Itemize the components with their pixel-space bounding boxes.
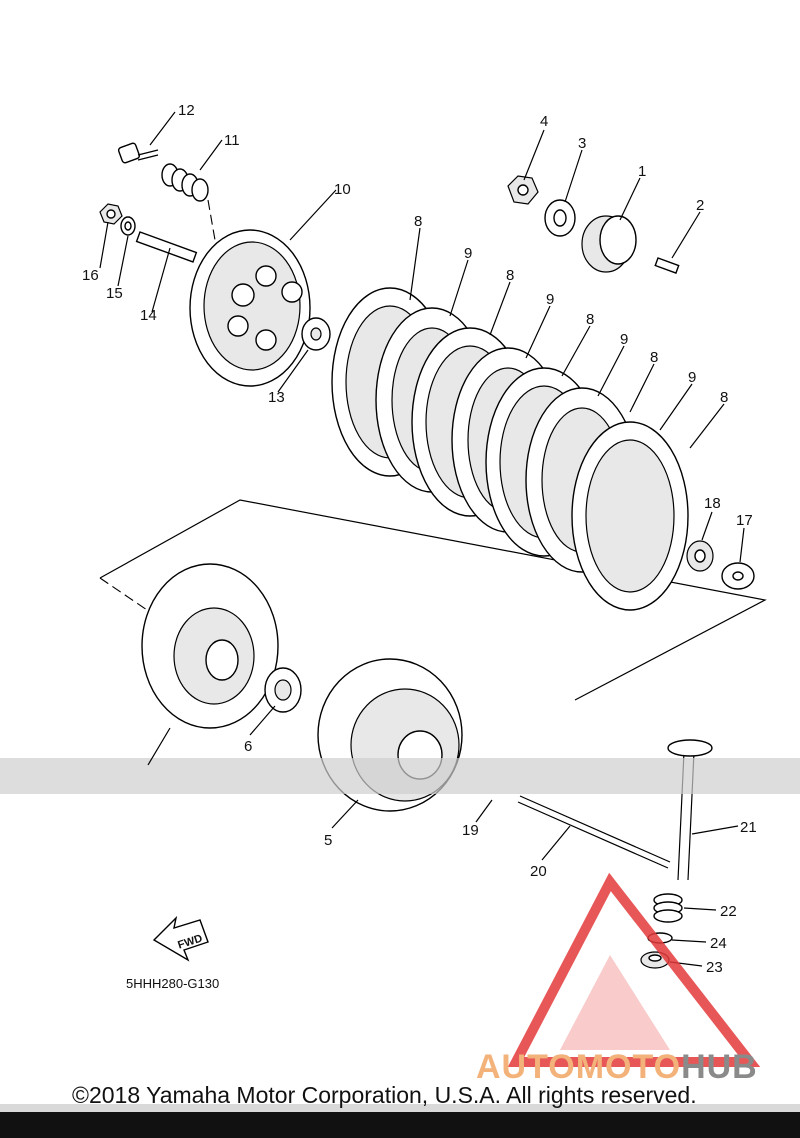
watermark-triangle-logo xyxy=(507,872,761,1067)
label-4: 4 xyxy=(540,113,548,130)
label-1: 1 xyxy=(638,163,646,180)
label-6: 6 xyxy=(244,738,252,755)
label-24: 24 xyxy=(710,935,727,952)
label-19: 19 xyxy=(462,822,479,839)
label-18: 18 xyxy=(704,495,721,512)
label-9-a: 9 xyxy=(464,245,472,262)
leader-lines xyxy=(99,111,745,967)
label-15: 15 xyxy=(106,285,123,302)
label-17: 17 xyxy=(736,512,753,529)
brand-part-hub: HUB xyxy=(681,1048,758,1086)
label-8-b: 8 xyxy=(506,267,514,284)
bottom-bar xyxy=(0,1112,800,1138)
part-spring-22 xyxy=(653,893,683,923)
label-23: 23 xyxy=(706,959,723,976)
clutch-plate-stack xyxy=(331,287,689,611)
part-pressure-plate-10 xyxy=(189,229,311,387)
label-16: 16 xyxy=(82,267,99,284)
label-9-d: 9 xyxy=(688,369,696,386)
part-washer-15 xyxy=(120,216,136,236)
label-10: 10 xyxy=(334,181,351,198)
part-18 xyxy=(686,540,714,572)
part-push-rod-20 xyxy=(517,795,671,869)
label-9-b: 9 xyxy=(546,291,554,308)
part-gear-1 xyxy=(581,215,637,273)
part-stud-14 xyxy=(135,231,198,263)
copyright-text: ©2018 Yamaha Motor Corporation, U.S.A. A… xyxy=(72,1082,697,1108)
scan-noise-band xyxy=(0,758,800,794)
label-11: 11 xyxy=(224,132,240,149)
part-washer-6 xyxy=(264,667,302,713)
fwd-arrow-icon: FWD xyxy=(152,915,209,962)
assembly-outline xyxy=(99,499,767,701)
label-3: 3 xyxy=(578,135,586,152)
part-nut-16 xyxy=(99,203,123,225)
brand-part-automoto: AUTOMOTO xyxy=(476,1048,682,1086)
part-pin-2 xyxy=(654,257,680,274)
label-2: 2 xyxy=(696,197,704,214)
label-13: 13 xyxy=(268,389,285,406)
label-5: 5 xyxy=(324,832,332,849)
label-9-c: 9 xyxy=(620,331,628,348)
part-clutch-boss xyxy=(141,563,279,729)
label-21: 21 xyxy=(740,819,757,836)
label-8-c: 8 xyxy=(586,311,594,328)
part-nut-4 xyxy=(507,175,539,205)
label-12: 12 xyxy=(178,102,195,119)
part-number-labels: 12 11 10 16 15 14 13 4 3 1 2 8 9 8 9 8 9… xyxy=(82,102,757,976)
watermark-brand: AUTOMOTOHUB xyxy=(476,1048,758,1087)
label-14: 14 xyxy=(140,307,157,324)
part-lock-washer-17 xyxy=(721,562,755,590)
part-13 xyxy=(301,317,331,351)
label-8-e: 8 xyxy=(720,389,728,406)
part-spring-11 xyxy=(161,163,209,202)
scan-noise-band-bottom xyxy=(0,1104,800,1112)
part-bolt-12 xyxy=(117,142,159,164)
label-8-d: 8 xyxy=(650,349,658,366)
part-washer-3 xyxy=(544,199,576,237)
label-20: 20 xyxy=(530,863,547,880)
label-8-a: 8 xyxy=(414,213,422,230)
label-22: 22 xyxy=(720,903,737,920)
diagram-code: 5HHH280-G130 xyxy=(126,976,220,991)
